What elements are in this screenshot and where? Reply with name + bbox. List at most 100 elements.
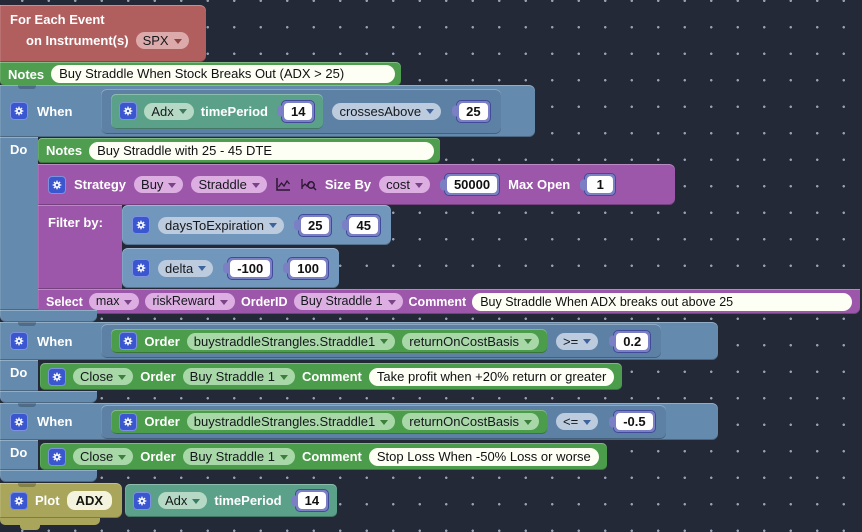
filter-field-value: daysToExpiration (165, 217, 264, 233)
metric-dropdown[interactable]: returnOnCostBasis (402, 332, 540, 350)
size-value[interactable]: 50000 (446, 176, 498, 193)
comment-field[interactable]: Stop Loss When -50% Loss or worse (368, 447, 599, 466)
side-dropdown[interactable]: Buy (134, 176, 184, 193)
when-do-block-3[interactable]: When Order buystraddleStrangles.Straddle… (0, 403, 862, 482)
close-order-block[interactable]: Close Order Buy Straddle 1 Comment Stop … (40, 443, 607, 470)
time-period-value[interactable]: 14 (297, 492, 327, 509)
notes-field[interactable]: Buy Straddle with 25 - 45 DTE (89, 141, 434, 160)
for-each-event-block[interactable]: For Each Event on Instrument(s) SPX (0, 5, 206, 62)
metric-dropdown[interactable]: returnOnCostBasis (402, 413, 540, 430)
comment-field[interactable]: Buy Straddle When ADX breaks out above 2… (472, 292, 852, 311)
adx-indicator-block[interactable]: Adx timePeriod 14 (125, 484, 338, 517)
filter-by-column: Filter by: (38, 205, 122, 289)
orderid-dropdown[interactable]: Buy Straddle 1 (293, 293, 403, 310)
indicator-dropdown[interactable]: Adx (144, 102, 194, 120)
value-socket: 25 (456, 99, 491, 123)
gear-icon[interactable] (10, 102, 28, 120)
select-agg-dropdown[interactable]: max (88, 293, 140, 310)
close-action-dropdown[interactable]: Close (73, 448, 134, 465)
when-row-1[interactable]: When Adx timePeriod 14 crossesAbove 25 (0, 85, 535, 137)
filter-block-delta[interactable]: delta -100 100 (122, 248, 339, 288)
caret-down-icon (524, 339, 533, 344)
gear-icon[interactable] (10, 412, 28, 431)
close-order-dropdown[interactable]: Buy Straddle 1 (182, 368, 295, 385)
order-ref-dropdown[interactable]: buystraddleStrangles.Straddle1 (186, 413, 396, 430)
caret-down-icon (219, 299, 228, 305)
filter-max-value[interactable]: 100 (290, 259, 326, 277)
gear-icon[interactable] (119, 102, 138, 120)
filter-max-value[interactable]: 45 (349, 216, 378, 234)
gear-icon[interactable] (133, 491, 152, 510)
caret-down-icon (524, 419, 533, 425)
strategy-row[interactable]: Strategy Buy Straddle Size By cost 50000… (38, 164, 675, 205)
order-ref-dropdown[interactable]: buystraddleStrangles.Straddle1 (186, 332, 396, 350)
side-value: Buy (141, 177, 164, 192)
strategy-block[interactable]: Strategy Buy Straddle Size By cost 50000… (38, 164, 860, 314)
order-metric-block[interactable]: Order buystraddleStrangles.Straddle1 ret… (111, 409, 548, 434)
filter-block-dte[interactable]: daysToExpiration 25 45 (122, 205, 391, 245)
strategy-type-dropdown[interactable]: Straddle (191, 176, 267, 193)
do-column-3: Do (0, 440, 38, 470)
plot-header[interactable]: Plot ADX (0, 483, 123, 518)
order-metric-block[interactable]: Order buystraddleStrangles.Straddle1 ret… (111, 329, 548, 353)
value-socket: 14 (280, 99, 316, 123)
filter-field-dropdown[interactable]: daysToExpiration (158, 216, 284, 234)
order-ref-value: buystraddleStrangles.Straddle1 (193, 414, 376, 429)
condition-block[interactable]: Order buystraddleStrangles.Straddle1 ret… (101, 404, 666, 439)
gear-icon[interactable] (48, 367, 66, 386)
compare-value[interactable]: 25 (459, 102, 488, 120)
select-row[interactable]: Select max riskReward OrderID Buy Stradd… (38, 289, 860, 314)
filter-min-value[interactable]: -100 (230, 259, 271, 277)
notes-block[interactable]: Notes Buy Straddle When Stock Breaks Out… (0, 62, 401, 86)
gear-icon[interactable] (119, 412, 138, 431)
plot-block[interactable]: Plot ADX Adx timePeriod 14 (0, 483, 338, 530)
gear-icon[interactable] (119, 332, 138, 350)
line-chart-icon[interactable] (275, 177, 292, 192)
filter-min-value[interactable]: 25 (301, 216, 330, 234)
chart-magnifier-icon[interactable] (300, 177, 317, 192)
gear-icon[interactable] (48, 447, 66, 466)
notes-field[interactable]: Buy Straddle When Stock Breaks Out (ADX … (51, 65, 395, 83)
select-metric-dropdown[interactable]: riskReward (145, 293, 235, 310)
comment-field[interactable]: Take profit when +20% return or greater (368, 367, 615, 386)
close-order-dropdown[interactable]: Buy Straddle 1 (182, 448, 295, 465)
order-label: Order (140, 369, 176, 384)
when-row-3[interactable]: When Order buystraddleStrangles.Straddle… (0, 403, 718, 440)
compare-value[interactable]: -0.5 (616, 413, 653, 430)
operator-dropdown[interactable]: <= (556, 413, 599, 430)
when-do-block-1[interactable]: When Adx timePeriod 14 crossesAbove 25 D… (0, 85, 862, 322)
operator-dropdown[interactable]: crossesAbove (332, 102, 442, 120)
close-action-dropdown[interactable]: Close (73, 368, 134, 385)
when-row-2[interactable]: When Order buystraddleStrangles.Straddle… (0, 322, 718, 360)
max-open-value[interactable]: 1 (587, 176, 614, 193)
value-socket: -100 (227, 256, 274, 280)
gear-icon[interactable] (10, 332, 28, 350)
gear-icon[interactable] (10, 491, 28, 510)
compare-value[interactable]: 0.2 (616, 332, 649, 350)
connector-notch (18, 322, 36, 326)
notes-block-dte[interactable]: Notes Buy Straddle with 25 - 45 DTE (38, 138, 440, 163)
filter-field-dropdown[interactable]: delta (158, 259, 214, 277)
size-by-dropdown[interactable]: cost (379, 176, 430, 193)
close-action-value: Close (80, 369, 114, 384)
adx-indicator-block[interactable]: Adx timePeriod 14 (111, 93, 324, 129)
metric-value: returnOnCostBasis (409, 414, 520, 429)
gear-icon[interactable] (132, 216, 150, 234)
condition-block[interactable]: Adx timePeriod 14 crossesAbove 25 (101, 88, 501, 134)
when-do-block-2[interactable]: When Order buystraddleStrangles.Straddle… (0, 322, 862, 403)
time-period-value[interactable]: 14 (283, 102, 313, 120)
value-socket: 50000 (443, 173, 501, 196)
condition-block[interactable]: Order buystraddleStrangles.Straddle1 ret… (101, 324, 662, 358)
close-order-block[interactable]: Close Order Buy Straddle 1 Comment Take … (40, 363, 623, 390)
instrument-dropdown[interactable]: SPX (135, 32, 189, 49)
for-each-event-title: For Each Event (10, 12, 105, 27)
gear-icon[interactable] (132, 259, 150, 277)
caret-down-icon (168, 182, 177, 188)
gear-icon[interactable] (48, 175, 66, 194)
plot-name-field[interactable]: ADX (66, 491, 113, 510)
caret-down-icon (198, 266, 207, 271)
indicator-dropdown[interactable]: Adx (158, 492, 208, 509)
operator-dropdown[interactable]: >= (556, 332, 599, 350)
operator-value: <= (563, 414, 579, 429)
